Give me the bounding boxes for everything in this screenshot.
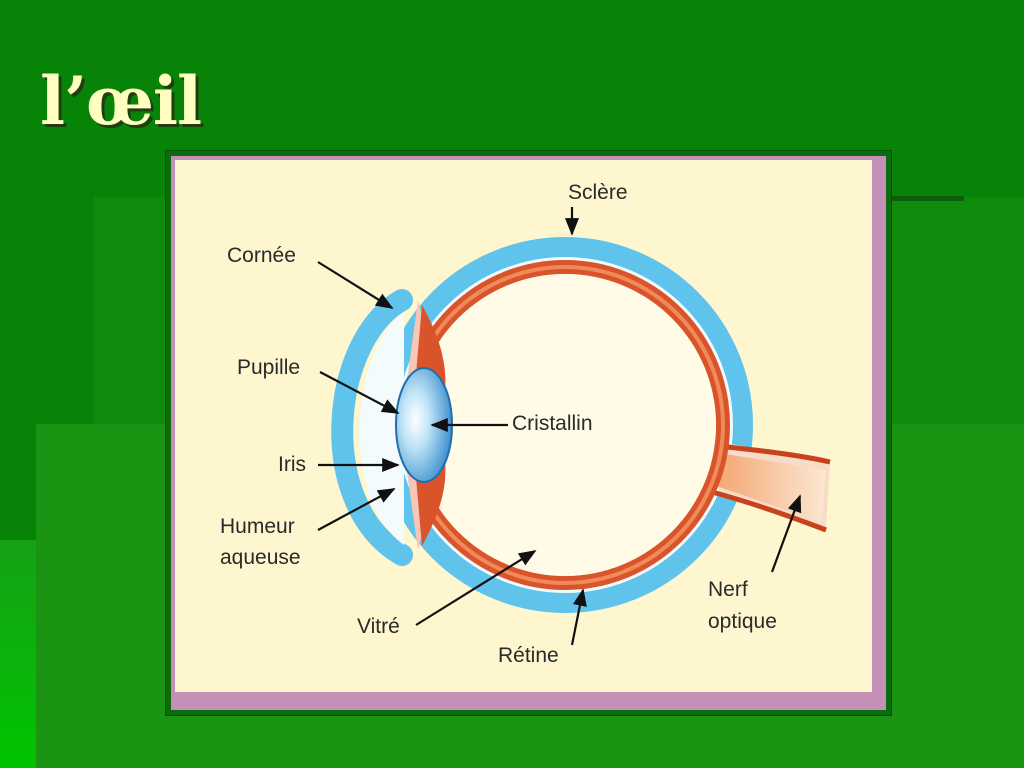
label-vitre: Vitré <box>357 615 400 638</box>
label-nerf-line1: Nerf <box>708 578 748 601</box>
label-cornee: Cornée <box>227 244 296 267</box>
background-accent-line <box>890 196 964 201</box>
label-nerf-line2: optique <box>708 610 777 633</box>
label-retine: Rétine <box>498 644 559 667</box>
label-cristallin: Cristallin <box>512 412 593 435</box>
label-pupille: Pupille <box>237 356 300 379</box>
label-iris: Iris <box>278 453 306 476</box>
label-humeur-line2: aqueuse <box>220 546 301 569</box>
pupille-arrow <box>319 371 400 414</box>
background-band-left <box>0 540 36 768</box>
retine-arrow <box>570 588 587 646</box>
humeur-arrow <box>317 488 396 531</box>
nerf-arrow <box>770 494 802 573</box>
label-sclere: Sclère <box>568 181 628 204</box>
slide-title: l’œil <box>40 62 202 140</box>
cornea-shape <box>331 289 413 566</box>
anterior-chamber <box>359 312 404 545</box>
label-humeur-line1: Humeur <box>220 515 295 538</box>
cornee-arrow <box>317 261 394 309</box>
vitre-arrow <box>415 550 537 626</box>
